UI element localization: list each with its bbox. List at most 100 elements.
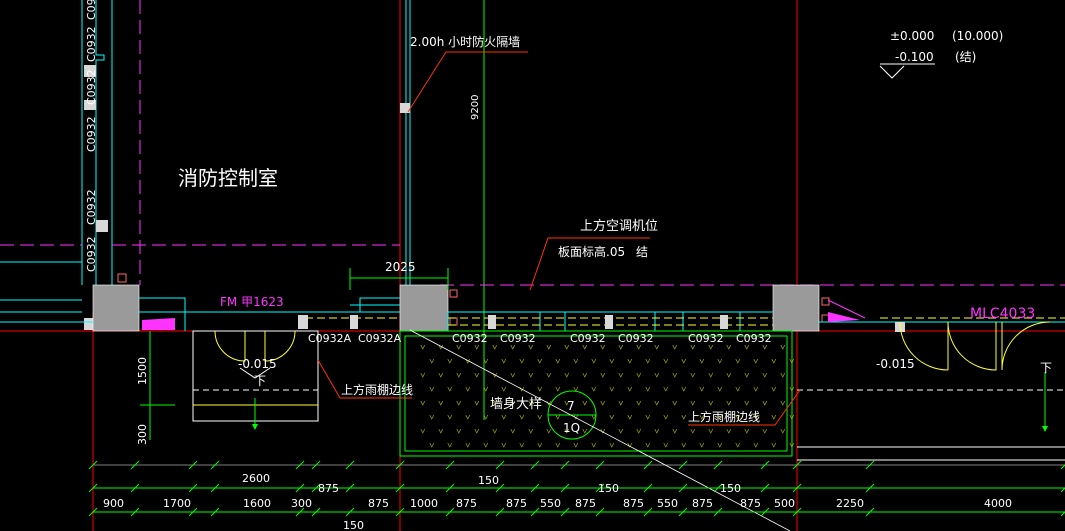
hatch-mark: [645, 442, 651, 448]
hatch-mark: [753, 414, 759, 420]
dim-label: 875: [456, 497, 477, 510]
annotations: 2.00h 小时防火隔墙 9200 ±0.000 (10.000) -0.100…: [136, 29, 1052, 445]
hatch-mark: [429, 442, 435, 448]
hatch-mark: [690, 400, 696, 406]
hatch-mark: [600, 344, 606, 350]
hatch-mark: [636, 344, 642, 350]
dim-label: 875: [692, 497, 713, 510]
hatch-mark: [438, 344, 444, 350]
hatch-mark: [501, 442, 507, 448]
hatch-mark: [681, 358, 687, 364]
hatch-mark: [591, 414, 597, 420]
dim-tick: [792, 507, 802, 517]
hatch-mark: [420, 428, 426, 434]
door-marker-left: [142, 318, 175, 330]
hatch-mark: [672, 428, 678, 434]
hatch-mark: [492, 428, 498, 434]
down-arrow-right-head: [1042, 426, 1048, 432]
dim-tick: [530, 460, 540, 470]
hatch-mark: [429, 414, 435, 420]
hatch-mark: [618, 428, 624, 434]
dim-tick: [210, 460, 220, 470]
dim-tick: [395, 483, 405, 493]
window-tag-left: C0932: [85, 69, 98, 105]
detail-number: 7: [567, 399, 575, 413]
elevation-top-note: (10.000): [952, 29, 1003, 43]
dim-tick: [88, 483, 98, 493]
window-tag-bottom: C0932A: [358, 332, 402, 345]
hatch-mark: [762, 400, 768, 406]
dim-tick: [188, 483, 198, 493]
hatch-mark: [726, 400, 732, 406]
hatch-mark: [609, 414, 615, 420]
dim-tick: [495, 483, 505, 493]
dim-tick: [530, 483, 540, 493]
window-tag-bottom: C0932: [736, 332, 772, 345]
dim-tick: [295, 507, 305, 517]
dim-tick: [760, 507, 770, 517]
dim-tick: [792, 483, 802, 493]
hatch-mark: [699, 358, 705, 364]
dim-label: 4000: [984, 497, 1012, 510]
dim-tick: [210, 507, 220, 517]
hatch-mark: [690, 428, 696, 434]
hatch-mark: [438, 428, 444, 434]
hatch-mark: [618, 400, 624, 406]
hatch-mark: [510, 400, 516, 406]
dim-tick: [88, 460, 98, 470]
window-tag-left: C0932: [85, 116, 98, 152]
hatch-mark: [735, 442, 741, 448]
hatch-mark: [726, 428, 732, 434]
leaders: [317, 51, 801, 426]
planting-hatch: [420, 344, 795, 448]
dim-tick: [1060, 487, 1065, 493]
hatch-mark: [654, 372, 660, 378]
section-cut-line: [409, 329, 791, 531]
hatch-mark: [429, 386, 435, 392]
elevation-right-entrance: -0.015: [876, 357, 915, 371]
door-fm-label: FM 甲1623: [220, 295, 284, 309]
hatch-mark: [699, 442, 705, 448]
hatch-mark: [519, 414, 525, 420]
hatch-mark: [789, 358, 795, 364]
door-marker-right-outline: [827, 299, 866, 319]
window-tag-left: C0932: [85, 26, 98, 62]
hatch-mark: [627, 358, 633, 364]
dim-tick: [792, 460, 802, 470]
dim-tick: [88, 507, 98, 517]
hatch-mark: [492, 400, 498, 406]
dim-label: 2600: [242, 472, 270, 485]
hatch-mark: [510, 344, 516, 350]
hatch-mark: [591, 442, 597, 448]
hatch-mark: [573, 442, 579, 448]
hatch-mark: [474, 344, 480, 350]
dim-tick: [865, 483, 875, 493]
hatch-mark: [564, 372, 570, 378]
fire-wall-vertical: [405, 0, 411, 285]
hatch-mark: [447, 414, 453, 420]
window-tag-bottom: C0932: [500, 332, 536, 345]
hatch-mark: [465, 414, 471, 420]
window-tag-left: C0932: [85, 236, 98, 272]
dim-label: 875: [506, 497, 527, 510]
hatch-mark: [528, 372, 534, 378]
left-wall: [0, 0, 113, 313]
dim-tick: [530, 507, 540, 517]
wall-detail-label: 墙身大样: [490, 396, 542, 412]
hatch-mark: [735, 358, 741, 364]
hatch-mark: [510, 372, 516, 378]
dim-tick: [595, 507, 605, 517]
hatch-mark: [609, 442, 615, 448]
dim-tick: [395, 507, 405, 517]
hatch-mark: [636, 428, 642, 434]
door-marker-right: [828, 312, 860, 322]
dim-tick: [445, 507, 455, 517]
magenta-dash-horizontal: [0, 244, 1065, 286]
dim-label: 900: [103, 497, 124, 510]
hatch-mark: [528, 428, 534, 434]
hatch-mark: [699, 386, 705, 392]
hatch-mark: [447, 442, 453, 448]
hatch-mark: [600, 428, 606, 434]
